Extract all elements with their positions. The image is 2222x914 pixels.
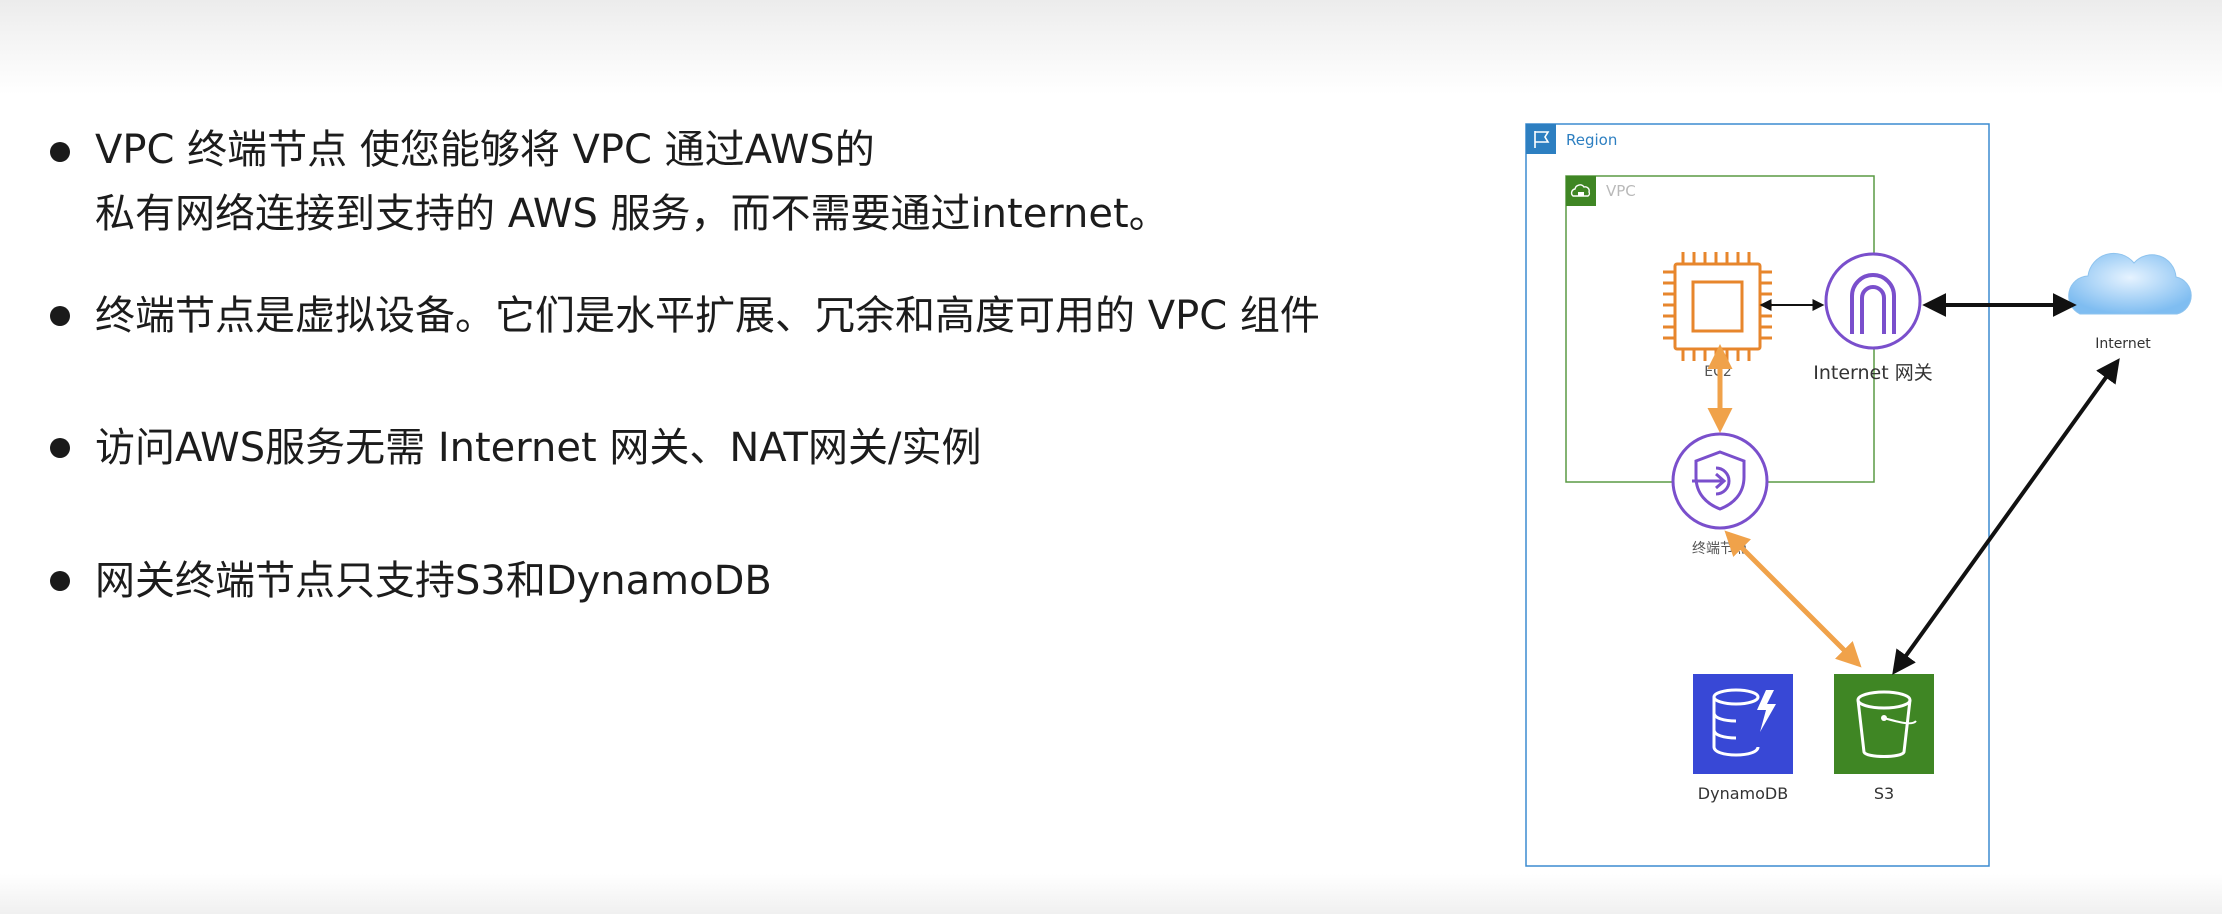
gateway-arch-icon [1824,252,1922,350]
internet-label: Internet [2095,336,2151,352]
bottom-shade [0,874,2222,914]
database-lightning-icon [1693,674,1793,774]
region-label: Region [1566,131,1617,149]
bullet-3-line-1: 访问AWS服务无需 Internet 网关、NAT网关/实例 [95,425,982,471]
dynamodb-label: DynamoDB [1698,784,1788,803]
bullet-dot [50,142,70,162]
bullet-dot [50,438,70,458]
bullet-4-line-1: 网关终端节点只支持S3和DynamoDB [95,558,772,604]
igw-label: Internet 网关 [1813,362,1932,384]
bucket-icon [1834,674,1934,774]
cloud-lock-icon [1566,176,1596,206]
chip-icon [1663,252,1772,361]
endpoint-s3-arrow [1724,530,1862,668]
internet-s3-arrow [1892,358,2120,675]
bullet-1-line-2: 私有网络连接到支持的 AWS 服务，而不需要通过internet。 [95,191,1169,237]
bullet-2-line-1: 终端节点是虚拟设备。它们是水平扩展、冗余和高度可用的 VPC 组件 [95,293,1320,339]
top-shade [0,0,2222,95]
bullet-1-line-1: VPC 终端节点 使您能够将 VPC 通过AWS的 [95,127,875,173]
bullet-list: VPC 终端节点 使您能够将 VPC 通过AWS的 私有网络连接到支持的 AWS… [50,127,1320,604]
flag-icon [1526,124,1556,154]
bullet-dot [50,571,70,591]
bullet-dot [50,306,70,326]
vpc-label: VPC [1606,182,1636,200]
cloud-icon [2068,252,2192,315]
shield-endpoint-icon [1671,432,1769,530]
s3-label: S3 [1874,784,1894,803]
